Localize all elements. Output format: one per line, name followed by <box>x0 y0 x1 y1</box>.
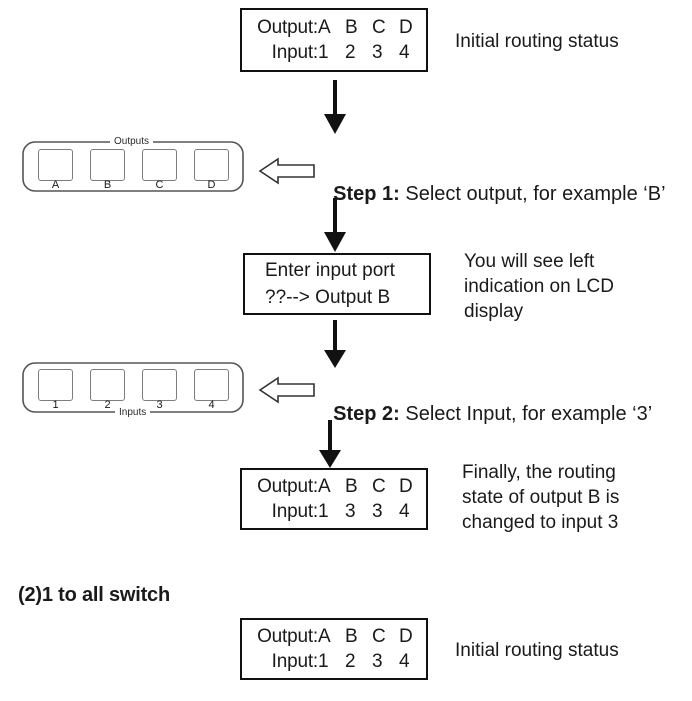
lcd-indication-caption: You will see left indication on LCD disp… <box>464 249 614 324</box>
lcd-input-value-1: 1 <box>318 651 329 672</box>
final-routing-caption-line3: changed to input 3 <box>462 512 619 533</box>
step-1-description: Select output, for example ‘B’ <box>399 183 666 205</box>
final-routing-caption-line2: state of output B is <box>462 487 620 508</box>
lcd-output-value-c: C <box>372 476 386 497</box>
lcd-input-row: Input: 1 2 3 4 <box>242 649 426 674</box>
step-2-text: Step 2: Select Input, for example ‘3’ <box>322 378 652 426</box>
output-button-a[interactable] <box>38 149 73 181</box>
lcd-input-value-3: 3 <box>372 651 383 672</box>
lcd-input-value-1: 1 <box>318 42 329 63</box>
lcd-output-label: Output: <box>257 626 318 647</box>
output-button-d[interactable] <box>194 149 229 181</box>
lcd-input-row: Input: 1 2 3 4 <box>242 40 426 65</box>
lcd-output-value-d: D <box>399 626 413 647</box>
outputs-panel: Outputs A B C D <box>22 136 244 192</box>
lcd-initial-top: Output: A B C D Input: 1 2 3 4 <box>240 8 428 72</box>
lcd-input-row: Input: 1 3 3 4 <box>242 499 426 524</box>
output-button-b-caption: B <box>103 179 112 191</box>
lcd-output-row: Output: A B C D <box>242 474 426 499</box>
lcd-input-value-4: 4 <box>399 651 410 672</box>
lcd-output-row: Output: A B C D <box>242 624 426 649</box>
lcd-input-value-3: 3 <box>372 501 383 522</box>
input-button-4[interactable] <box>194 369 229 401</box>
inputs-panel-label: Inputs <box>115 407 151 418</box>
lcd-output-value-c: C <box>372 626 386 647</box>
arrow-down-icon <box>321 198 349 259</box>
lcd-output-value-b: B <box>345 476 358 497</box>
lcd-input-value-3: 3 <box>372 42 383 63</box>
lcd-output-values: A B C D <box>318 624 426 649</box>
input-button-2-caption: 2 <box>104 399 111 411</box>
lcd-output-value-c: C <box>372 17 386 38</box>
lcd-initial-bottom: Output: A B C D Input: 1 2 3 4 <box>240 618 428 680</box>
lcd-output-value-a: A <box>318 17 331 38</box>
output-button-c-caption: C <box>155 179 164 191</box>
lcd-indication-caption-line1: You will see left <box>464 251 595 272</box>
initial-routing-status-caption-top: Initial routing status <box>455 31 619 52</box>
lcd-enter-input-port: Enter input port ??--> Output B <box>243 253 431 315</box>
lcd-enter-input-line2: ??--> Output B <box>265 287 391 308</box>
inputs-panel: Inputs 1 2 3 4 <box>22 362 244 418</box>
input-button-4-caption: 4 <box>208 399 215 411</box>
final-routing-caption-line1: Finally, the routing <box>462 462 616 483</box>
arrow-down-icon <box>321 320 349 375</box>
lcd-input-values: 1 2 3 4 <box>318 649 426 674</box>
lcd-enter-input-line1: Enter input port <box>265 260 395 281</box>
arrow-down-icon <box>321 80 349 141</box>
output-button-d-caption: D <box>207 179 216 191</box>
lcd-output-label: Output: <box>257 17 318 38</box>
input-button-2[interactable] <box>90 369 125 401</box>
lcd-input-values: 1 3 3 4 <box>318 499 426 524</box>
lcd-input-value-1: 1 <box>318 501 329 522</box>
lcd-input-label: Input: <box>271 501 319 522</box>
output-button-c[interactable] <box>142 149 177 181</box>
lcd-output-value-a: A <box>318 476 331 497</box>
lcd-indication-caption-line3: display <box>464 301 524 322</box>
lcd-input-value-4: 4 <box>399 501 410 522</box>
lcd-output-value-d: D <box>399 17 413 38</box>
lcd-output-value-d: D <box>399 476 413 497</box>
arrow-left-icon <box>258 374 316 411</box>
lcd-input-values: 1 2 3 4 <box>318 40 426 65</box>
lcd-input-value-4: 4 <box>399 42 410 63</box>
lcd-final-routing: Output: A B C D Input: 1 3 3 4 <box>240 468 428 530</box>
arrow-down-icon <box>316 420 344 475</box>
lcd-output-value-b: B <box>345 17 358 38</box>
arrow-left-icon <box>258 155 316 192</box>
initial-routing-status-caption-bottom: Initial routing status <box>455 640 619 661</box>
lcd-output-values: A B C D <box>318 15 426 40</box>
lcd-output-value-a: A <box>318 626 331 647</box>
step-2-label: Step 2: <box>333 403 400 425</box>
lcd-input-label: Input: <box>271 42 319 63</box>
input-button-1-caption: 1 <box>52 399 59 411</box>
lcd-indication-caption-line2: indication on LCD <box>464 276 614 297</box>
input-button-3-caption: 3 <box>156 399 163 411</box>
lcd-input-value-2: 2 <box>345 42 356 63</box>
lcd-output-label: Output: <box>257 476 318 497</box>
section-2-title: (2)1 to all switch <box>18 584 170 606</box>
lcd-input-label: Input: <box>271 651 319 672</box>
lcd-output-value-b: B <box>345 626 358 647</box>
input-button-1[interactable] <box>38 369 73 401</box>
step-1-text: Step 1: Select output, for example ‘B’ <box>322 158 666 206</box>
lcd-output-values: A B C D <box>318 474 426 499</box>
final-routing-caption: Finally, the routing state of output B i… <box>462 460 619 535</box>
step-2-description: Select Input, for example ‘3’ <box>399 403 653 425</box>
output-button-a-caption: A <box>51 179 60 191</box>
lcd-input-value-2: 2 <box>345 651 356 672</box>
output-button-b[interactable] <box>90 149 125 181</box>
input-button-3[interactable] <box>142 369 177 401</box>
step-1-label: Step 1: <box>333 183 400 205</box>
lcd-output-row: Output: A B C D <box>242 15 426 40</box>
outputs-panel-label: Outputs <box>110 136 154 147</box>
lcd-input-value-2: 3 <box>345 501 356 522</box>
